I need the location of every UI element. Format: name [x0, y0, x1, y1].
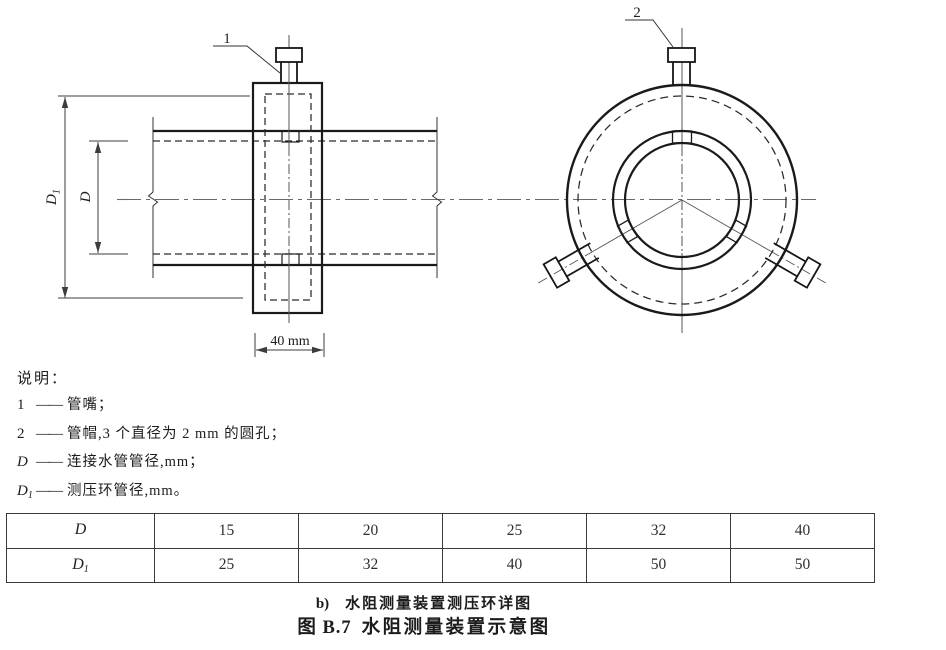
front-view-drawing: 2: [538, 5, 826, 333]
legend-item-text: 管帽,3 个直径为 2 mm 的圆孔；: [67, 425, 287, 442]
table-cell: 40: [442, 547, 587, 583]
part2-label: 2: [633, 5, 641, 21]
subfigure-caption: b) 水阻测量装置测压环详图: [0, 592, 848, 613]
table-row: D1 25 32 40 50 50: [6, 547, 875, 583]
table-cell: 25: [154, 547, 299, 583]
legend-title: 说明：: [17, 371, 69, 387]
table-cell: 32: [586, 513, 731, 549]
ring-outer-circle: [565, 83, 799, 317]
pipe-break-left: [147, 117, 159, 278]
technical-drawing-svg: 1 D1 D: [44, 5, 826, 357]
pipe-nozzle: [275, 47, 303, 83]
legend-item-text: 连接水管管径,mm；: [67, 454, 205, 471]
ring-nozzle-lower-left: [542, 242, 600, 289]
ring-nozzle-lower-right: [764, 242, 822, 289]
legend-symbol: 2: [17, 425, 25, 442]
nozzle-cap: [542, 256, 571, 289]
nozzle-axis-lower-right: [681, 199, 826, 284]
dimension-d1: D1: [44, 95, 250, 299]
table-header-d: D: [6, 513, 155, 549]
ring-hole-bottom: [281, 253, 300, 266]
legend-item: 1 —— 管嘴；: [17, 393, 286, 422]
figure-caption: 图 B.7 水阻测量装置示意图: [0, 613, 848, 639]
legend-symbol: D: [17, 454, 28, 471]
pipe-hole-lower-left: [616, 219, 639, 244]
nozzle-axis-lower-left: [538, 199, 683, 284]
legend-dash: ——: [36, 425, 63, 442]
legend-item-text: 测压环管径,mm。: [67, 482, 190, 499]
leader-line-part2: [625, 19, 674, 48]
legend-item: D1 —— 测压环管径,mm。: [17, 479, 286, 508]
legend-dash: ——: [36, 454, 63, 471]
figure-title: 水阻测量装置示意图: [361, 618, 551, 638]
dimension-d: D: [78, 140, 128, 255]
table-cell: 25: [442, 513, 587, 549]
legend-dash: ——: [36, 482, 63, 499]
legend-item-text: 管嘴；: [67, 397, 114, 413]
table-row: D 15 20 25 32 40: [6, 513, 875, 549]
side-view-drawing: 1 D1 D: [44, 31, 443, 357]
table-header-d1: D1: [6, 547, 155, 583]
dim-d1-label: D1: [44, 189, 63, 206]
legend-symbol: 1: [17, 397, 25, 413]
legend: 说明： 1 —— 管嘴； 2 —— 管帽,3 个直径为 2 mm 的圆孔； D …: [17, 366, 286, 507]
ring-hidden-circle: [577, 95, 787, 305]
dim-d-label: D: [78, 191, 94, 203]
measuring-ring-hidden-outline: [264, 93, 312, 301]
part1-label: 1: [223, 31, 231, 47]
table-cell: 50: [730, 547, 875, 583]
pipe-break-right: [431, 117, 443, 278]
pipe-hole-lower-right: [725, 219, 748, 244]
table-cell: 15: [154, 513, 299, 549]
dim-40mm-label: 40 mm: [270, 334, 309, 349]
subfigure-label: b): [315, 596, 330, 612]
table-cell: 20: [298, 513, 443, 549]
spec-table: D 15 20 25 32 40 D1 25 32 40 50 50: [6, 513, 875, 583]
pipe-hole-top: [671, 130, 693, 144]
leader-line-part1: [213, 45, 281, 74]
figure-number: 图 B.7: [297, 618, 352, 638]
table-cell: 32: [298, 547, 443, 583]
table-cell: 40: [730, 513, 875, 549]
legend-item: D —— 连接水管管径,mm；: [17, 450, 286, 479]
nozzle-cap: [793, 256, 822, 289]
legend-item: 2 —— 管帽,3 个直径为 2 mm 的圆孔；: [17, 422, 286, 451]
dimension-40mm: 40 mm: [254, 333, 325, 357]
nozzle-cap: [275, 47, 303, 63]
subfigure-title: 水阻测量装置测压环详图: [345, 596, 533, 612]
table-cell: 50: [586, 547, 731, 583]
ring-nozzle-top: [667, 47, 696, 85]
nozzle-cap: [667, 47, 696, 63]
ring-hole-top: [281, 130, 300, 143]
legend-dash: ——: [36, 397, 63, 413]
legend-symbol: D1: [17, 482, 33, 501]
measuring-ring-outline: [251, 81, 324, 315]
